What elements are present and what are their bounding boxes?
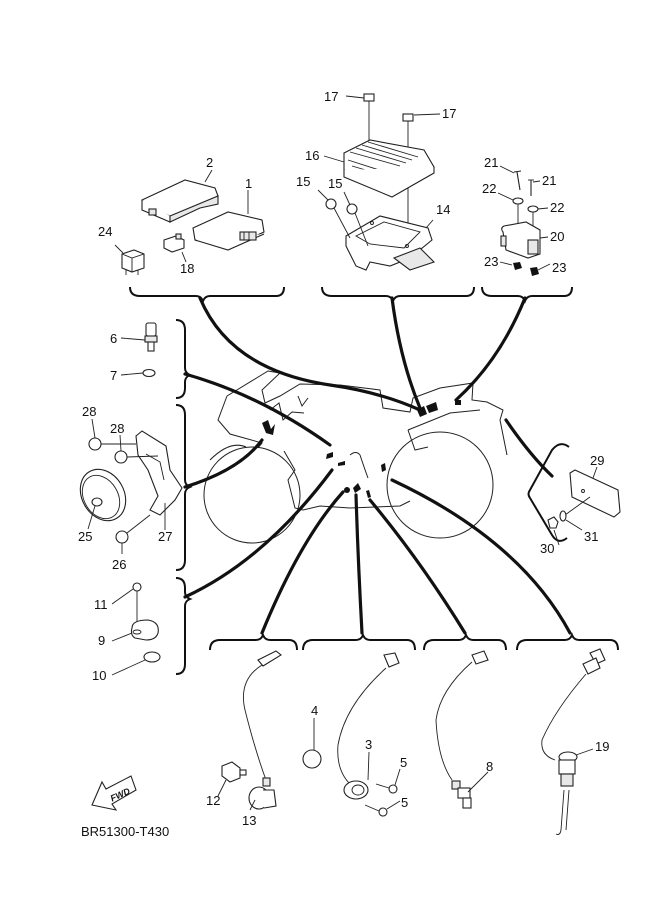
bolt-part-28a[interactable] [88, 437, 136, 451]
horn-bracket-part-27[interactable] [135, 430, 183, 516]
part-label-31: 31 [584, 529, 598, 544]
leader-lines [183, 296, 572, 635]
sensor-cover-group: 11 9 10 [92, 582, 161, 683]
diagram-code: BR51300-T430 [81, 824, 169, 839]
rectifier-part-16[interactable] [343, 139, 435, 198]
part-label-8: 8 [486, 759, 493, 774]
part-label-11: 11 [94, 597, 108, 612]
gasket-part-7[interactable] [142, 368, 156, 378]
part-label-28b: 28 [110, 421, 124, 436]
part-label-2: 2 [206, 155, 213, 170]
screw-part-5b[interactable] [364, 804, 388, 817]
relay-connector-part-18[interactable] [163, 233, 185, 253]
bolt-part-15a[interactable] [325, 198, 351, 239]
part-label-23a: 23 [484, 254, 498, 269]
part-label-16: 16 [305, 148, 319, 163]
ecu-unit-part-2[interactable] [141, 179, 219, 223]
part-label-1: 1 [245, 176, 252, 191]
o-ring-part-10[interactable] [143, 651, 161, 663]
bracket-part-14[interactable] [345, 215, 436, 271]
part-label-27: 27 [158, 529, 172, 544]
horn-group: 28 28 25 26 27 [71, 404, 183, 572]
fuse-box-part-20[interactable] [500, 221, 541, 259]
fuse-box-group: 21 21 22 22 20 23 23 [482, 155, 566, 276]
part-label-15b: 15 [328, 176, 342, 191]
washer-part-22b[interactable] [527, 205, 539, 213]
nut-part-23b[interactable] [530, 267, 539, 276]
sidestand-switch-part-19[interactable] [541, 648, 606, 835]
o-ring-part-4[interactable] [302, 749, 322, 769]
ecu-relay-group: 2 1 18 24 [98, 155, 265, 276]
part-label-22b: 22 [550, 200, 564, 215]
bolt-part-26[interactable] [115, 514, 151, 544]
group-braces [129, 286, 619, 675]
reflector-group: 29 31 30 [540, 453, 621, 556]
part-label-17a: 17 [324, 89, 338, 104]
part-label-24: 24 [98, 224, 112, 239]
relay-part-24[interactable] [121, 249, 145, 275]
part-label-15a: 15 [296, 174, 310, 189]
screw-part-5a[interactable] [375, 783, 398, 794]
part-label-30: 30 [540, 541, 554, 556]
part-label-5a: 5 [400, 755, 407, 770]
part-label-20: 20 [550, 229, 564, 244]
washer-part-31[interactable] [559, 510, 567, 522]
ecu-unit-part-1[interactable] [192, 211, 265, 251]
speed-sensor-group: 4 3 5 5 [302, 652, 408, 817]
bolt-part-15b[interactable] [346, 203, 369, 247]
part-label-22a: 22 [482, 181, 496, 196]
part-label-12: 12 [206, 793, 220, 808]
sensor-part-6[interactable] [144, 322, 158, 352]
part-label-19: 19 [595, 739, 609, 754]
part-label-23b: 23 [552, 260, 566, 275]
part-label-25: 25 [78, 529, 92, 544]
part-label-10: 10 [92, 668, 106, 683]
oxygen-sensor-group: 8 [435, 650, 493, 809]
part-label-28a: 28 [82, 404, 96, 419]
part-label-3: 3 [365, 737, 372, 752]
part-label-21b: 21 [542, 173, 556, 188]
speed-sensor-part-3[interactable] [337, 652, 400, 800]
part-label-9: 9 [98, 633, 105, 648]
sensor-part-12[interactable] [221, 761, 247, 783]
cover-part-9[interactable] [130, 619, 159, 641]
washer-part-22a[interactable] [512, 197, 524, 205]
sidestand-switch-group: 19 [541, 648, 609, 835]
part-label-21a: 21 [484, 155, 498, 170]
sensor-hose-part-13[interactable] [242, 650, 282, 810]
forward-arrow-icon: FWD [91, 775, 137, 811]
part-label-4: 4 [311, 703, 318, 718]
part-label-5b: 5 [401, 795, 408, 810]
part-label-13: 13 [242, 813, 256, 828]
rectifier-regulator-group: 17 17 16 15 15 14 [296, 89, 456, 271]
nut-part-30[interactable] [547, 516, 559, 529]
temperature-sensor-group: 6 7 [110, 322, 158, 383]
part-label-6: 6 [110, 331, 117, 346]
motorcycle-outline [203, 370, 508, 544]
part-label-7: 7 [110, 368, 117, 383]
part-label-18: 18 [180, 261, 194, 276]
part-label-17b: 17 [442, 106, 456, 121]
pressure-sensor-group: 12 13 [206, 650, 282, 828]
reflector-part-29[interactable] [564, 469, 621, 518]
screw-part-21a[interactable] [513, 170, 522, 191]
screw-part-21b[interactable] [528, 179, 534, 196]
part-label-26: 26 [112, 557, 126, 572]
o2-sensor-part-8[interactable] [435, 650, 489, 809]
part-label-29: 29 [590, 453, 604, 468]
part-label-14: 14 [436, 202, 450, 217]
horn-part-25[interactable] [71, 461, 134, 529]
nut-part-23a[interactable] [513, 262, 522, 270]
